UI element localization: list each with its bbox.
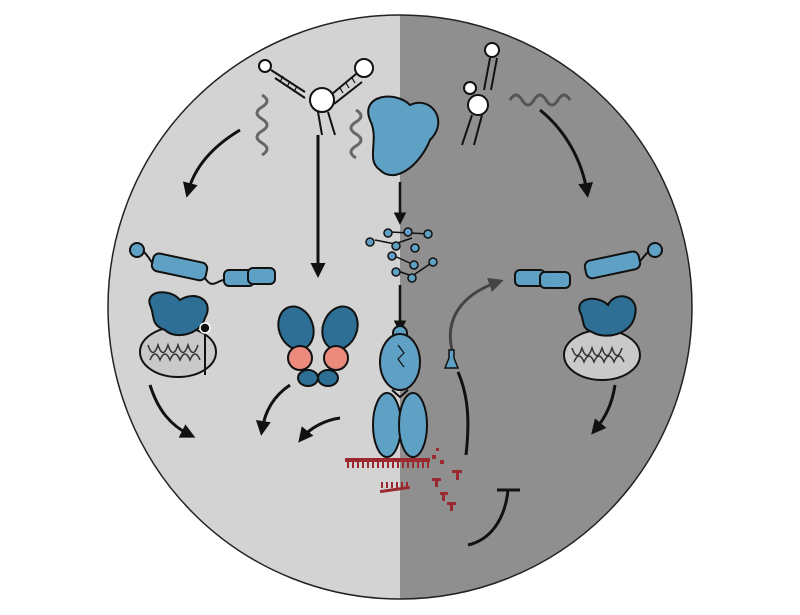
protein-kidney-icon	[367, 95, 440, 177]
mrna-comb-tooth	[387, 462, 389, 468]
curved-arrow-icon	[148, 384, 196, 438]
mrna-comb-tooth	[362, 462, 364, 468]
curved-arrow-icon	[591, 384, 617, 435]
protein-kidney-icon	[578, 295, 637, 337]
curved-arrow-icon	[456, 371, 470, 456]
mrna-comb-tooth	[407, 462, 409, 468]
mrna-comb-tooth	[392, 462, 394, 468]
mrna-comb-tooth	[397, 462, 399, 468]
mrna-comb-icon	[345, 458, 430, 494]
curved-arrow-icon	[539, 108, 594, 198]
ribosome-icon	[372, 325, 428, 458]
mrna-comb-tooth	[367, 462, 369, 468]
rna-strand-icon	[255, 93, 269, 157]
mrna-fragment-tooth	[386, 482, 388, 488]
mrna-comb-tooth	[382, 462, 384, 468]
mrna-comb-tooth	[372, 462, 374, 468]
mrna-comb-tooth	[412, 462, 414, 468]
mrna-comb-tooth	[357, 462, 359, 468]
mrna-comb-tooth	[347, 462, 349, 468]
mrna-fragment-tooth	[406, 482, 408, 488]
linked-domains-right	[514, 242, 663, 289]
mrna-comb-tooth	[417, 462, 419, 468]
rna-strand-icon	[349, 108, 363, 160]
protein-kidney-icon	[148, 291, 209, 337]
mrna-comb-tooth	[422, 462, 424, 468]
mrna-fragment-tooth	[381, 482, 383, 488]
rna-strand-icon	[508, 93, 572, 107]
mrna-fragment-tooth	[401, 482, 403, 488]
mrna-fragment-tooth	[391, 482, 393, 488]
right-half	[400, 15, 692, 599]
rna-hairpin-icon	[461, 42, 500, 146]
curved-arrow-icon	[448, 277, 504, 351]
anchor-pin-icon	[199, 322, 211, 375]
funnel-icon	[443, 349, 460, 369]
inhibition-arrow-icon	[467, 488, 520, 547]
rna-hairpin-icon	[258, 58, 374, 136]
mrna-comb-tooth	[377, 462, 379, 468]
mrna-comb-tooth	[402, 462, 404, 468]
mrna-fragment-tooth	[396, 482, 398, 488]
curved-arrow-icon	[183, 128, 241, 198]
peptide-chain-icon	[365, 227, 438, 283]
mrna-comb-tooth	[427, 462, 429, 468]
left-half	[108, 15, 400, 599]
mrna-fragments-icon	[432, 448, 462, 511]
mitochondrion-icon	[563, 329, 641, 381]
mrna-comb-tooth	[352, 462, 354, 468]
dimer-complex-icon	[277, 305, 359, 387]
linked-domains-left	[129, 242, 276, 287]
curved-arrow-icon	[255, 383, 291, 436]
curved-arrow-icon	[298, 416, 341, 443]
circle-outline	[107, 14, 693, 600]
